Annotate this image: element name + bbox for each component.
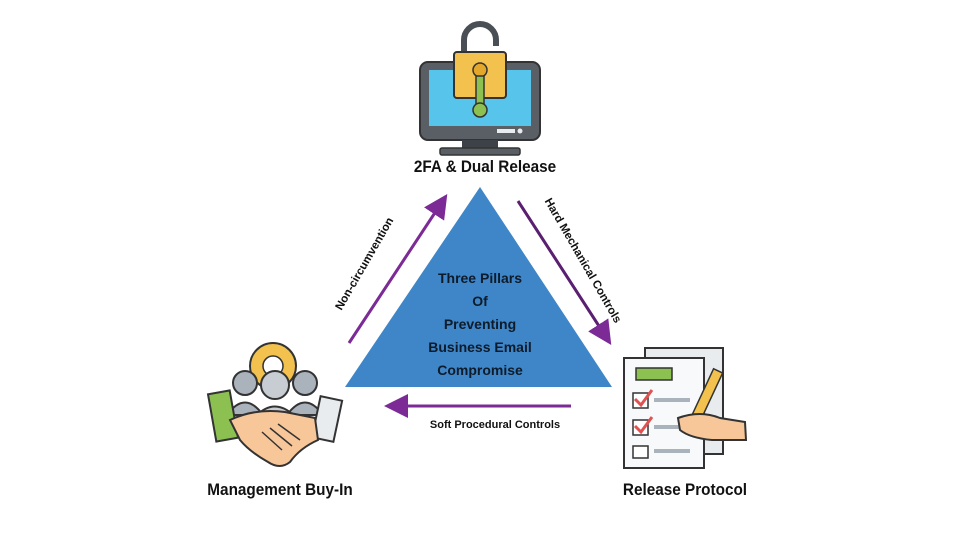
center-line: Business Email (428, 339, 532, 355)
arrow-right (516, 200, 612, 346)
center-line: Three Pillars (437, 270, 523, 286)
team-handshake-icon (206, 342, 344, 467)
center-line: Of (472, 293, 488, 309)
computer-lock-icon (419, 21, 541, 156)
center-line: Preventing (443, 316, 517, 332)
checklist-clipboard-icon (623, 347, 748, 469)
arrow-left (347, 193, 448, 344)
node-label-management: Management Buy-In (207, 480, 353, 499)
edge-label-soft-controls: Soft Procedural Controls (429, 419, 561, 431)
center-title: Three Pillars Of Preventing Business Ema… (405, 267, 555, 382)
node-label-release-protocol: Release Protocol (622, 480, 748, 499)
center-line: Compromise (437, 362, 523, 378)
node-label-2fa: 2FA & Dual Release (413, 157, 557, 176)
center-triangle (345, 187, 612, 387)
